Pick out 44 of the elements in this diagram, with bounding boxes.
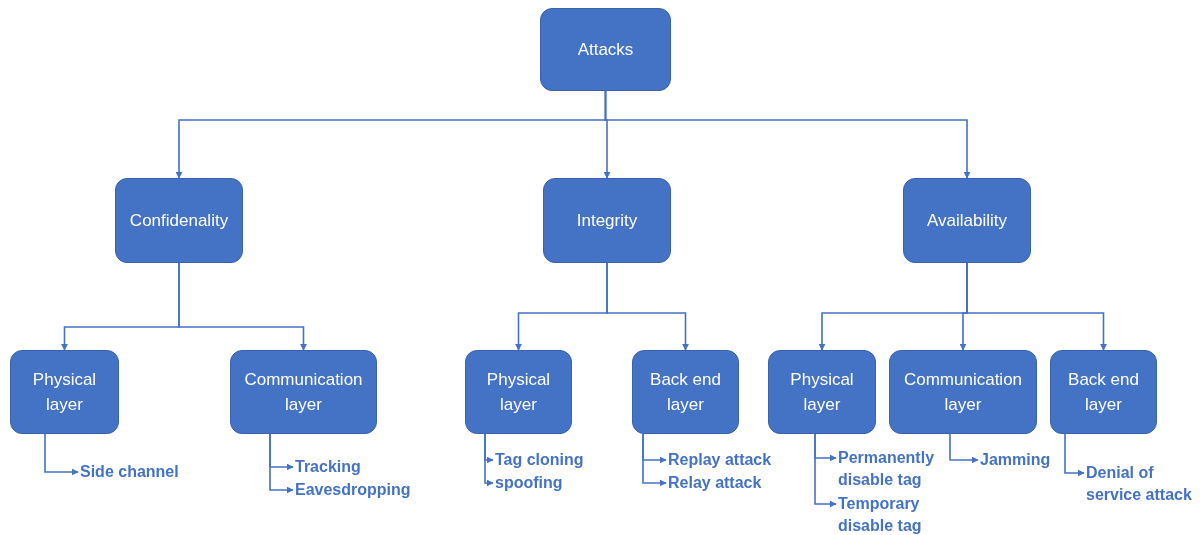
box-label: Integrity [576, 210, 638, 232]
arrow [44, 433, 79, 476]
arrow [966, 262, 1107, 351]
category-box [465, 350, 572, 434]
category-box [230, 350, 377, 434]
arrow [1064, 433, 1085, 477]
attack-label: Eavesdropping [295, 479, 415, 501]
attack-label: Permanently disable tag [838, 447, 948, 491]
attack-label: Temporary disable tag [838, 493, 948, 535]
attack-label: Replay attack [668, 449, 783, 471]
arrow [178, 262, 307, 351]
arrow [606, 262, 689, 351]
box-label: Back end layer [1067, 369, 1140, 416]
category-box [543, 178, 671, 263]
attack-label: Jamming [980, 449, 1055, 471]
attack-label: Tag cloning [495, 449, 600, 471]
box-label: Physical layer [31, 369, 98, 416]
attack-label: Tracking [295, 456, 365, 478]
category-box [768, 350, 876, 434]
box-label: Back end layer [649, 369, 722, 416]
category-box [903, 178, 1031, 263]
arrow [604, 90, 971, 179]
category-box [115, 178, 243, 263]
box-label: Communication layer [243, 369, 364, 416]
category-box [889, 350, 1037, 434]
box-label: Physical layer [789, 369, 855, 416]
arrow [814, 433, 837, 508]
category-box [632, 350, 739, 434]
arrow [484, 433, 494, 487]
box-label: Attacks [577, 39, 634, 61]
category-box [540, 8, 671, 91]
arrow [642, 433, 667, 487]
category-box [1050, 350, 1157, 434]
attack-label: spoofing [495, 472, 575, 494]
box-label: Availability [927, 210, 1007, 232]
attack-label: Side channel [80, 461, 180, 483]
box-label: Confidenality [129, 210, 229, 232]
box-label: Communication layer [902, 369, 1024, 416]
box-label: Physical layer [485, 369, 552, 416]
arrow [269, 433, 294, 494]
category-box [10, 350, 119, 434]
attack-label: Denial of service attack [1086, 462, 1200, 506]
arrow [949, 433, 979, 464]
attack-label: Relay attack [668, 472, 778, 494]
